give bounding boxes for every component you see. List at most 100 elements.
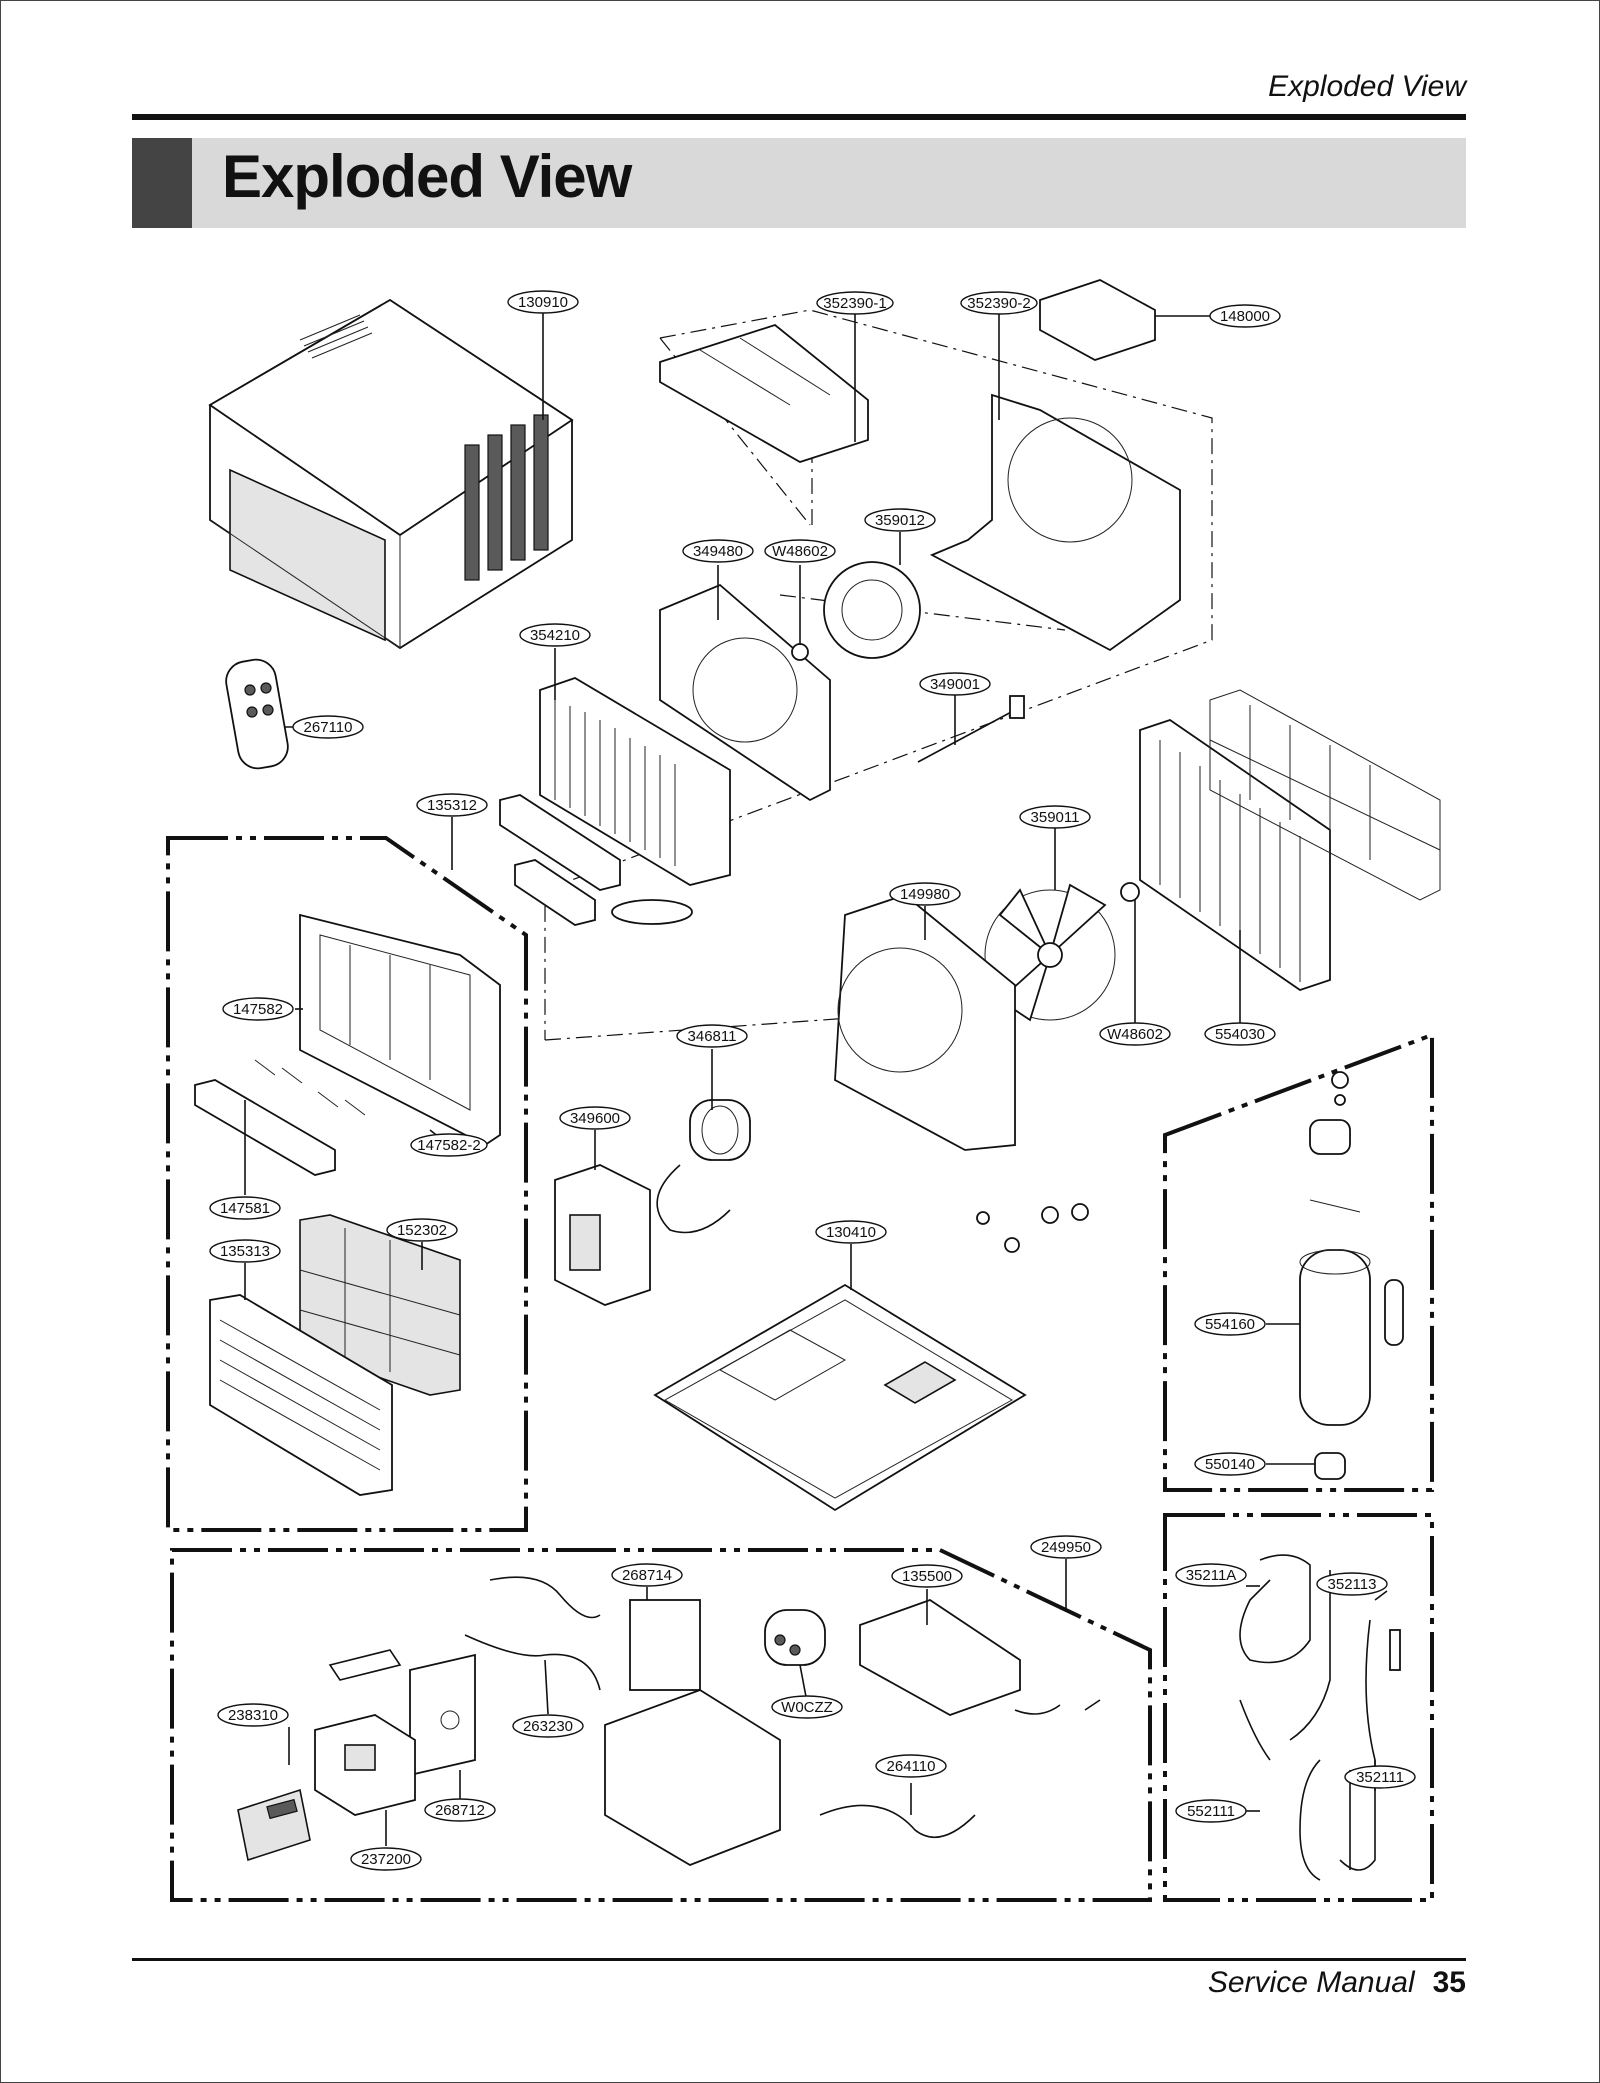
part-callout: 354210 xyxy=(519,623,591,647)
control-panel-label-part xyxy=(237,1788,311,1862)
piping-group-box xyxy=(1163,1513,1434,1902)
callout-oval xyxy=(512,1714,584,1738)
callout-oval xyxy=(1344,1765,1416,1789)
mounting-bracket-part xyxy=(1039,279,1156,361)
part-number-label: 554030 xyxy=(1215,1026,1265,1043)
ribbon-cable-part xyxy=(328,1649,402,1681)
part-number-label: 346811 xyxy=(688,1028,737,1045)
part-callout: 352113 xyxy=(1316,1572,1388,1596)
part-number-label: 238310 xyxy=(228,1707,278,1724)
part-number-label: 249950 xyxy=(1041,1539,1091,1556)
callout-oval xyxy=(875,1754,947,1778)
part-number-label: 352390-2 xyxy=(967,295,1030,312)
callout-oval xyxy=(519,623,591,647)
part-number-label: 550140 xyxy=(1205,1456,1255,1473)
part-number-label: 352111 xyxy=(1356,1769,1404,1786)
compressor-part xyxy=(1299,1071,1404,1426)
part-callout: 349480 xyxy=(682,539,754,563)
part-callout: 554030 xyxy=(1204,1022,1276,1046)
part-callout: W0CZZ xyxy=(771,1695,843,1719)
page-number: 35 xyxy=(1432,1966,1466,1999)
harness-wire-part xyxy=(464,1634,601,1691)
part-number-label: 130910 xyxy=(518,294,568,311)
callout-oval xyxy=(1175,1563,1247,1587)
part-number-label: 359012 xyxy=(875,512,925,529)
callout-oval xyxy=(1209,304,1281,328)
part-number-label: 130410 xyxy=(826,1224,876,1241)
part-number-label: 263230 xyxy=(523,1718,573,1735)
title-band xyxy=(132,138,1466,228)
part-callout: 263230 xyxy=(512,1714,584,1738)
part-callout: 249950 xyxy=(1030,1535,1102,1559)
part-number-label: 359011 xyxy=(1031,809,1080,826)
part-number-label: 147582 xyxy=(233,1001,283,1018)
latch-parts xyxy=(254,1059,366,1116)
callout-oval xyxy=(611,1563,683,1587)
part-number-label: 237200 xyxy=(361,1851,411,1868)
part-number-label: 152302 xyxy=(397,1222,447,1239)
callout-oval xyxy=(960,291,1038,315)
control-group-box xyxy=(170,1548,1152,1902)
part-number-label: 354210 xyxy=(530,627,580,644)
part-callout: 264110 xyxy=(875,1754,947,1778)
part-callout: 135312 xyxy=(416,793,488,817)
callout-oval xyxy=(209,1239,281,1263)
part-number-label: 149980 xyxy=(900,886,950,903)
part-number-label: 349480 xyxy=(693,543,743,560)
title-tab-marker xyxy=(132,138,192,228)
callout-oval xyxy=(292,715,364,739)
base-pan-part xyxy=(653,1283,1027,1512)
part-number-label: 352390-1 xyxy=(823,295,886,312)
sensor-wire-part xyxy=(489,1576,601,1619)
part-callout: 349600 xyxy=(559,1106,631,1130)
callout-oval xyxy=(764,539,836,563)
display-pcb-part xyxy=(409,1653,476,1777)
compressor-foot-part xyxy=(1314,1452,1346,1480)
compressor-group-box xyxy=(1163,1032,1434,1492)
callout-oval xyxy=(1030,1535,1102,1559)
part-callout: 268712 xyxy=(424,1798,496,1822)
condenser-coil-part xyxy=(1139,689,1441,991)
control-cover-part xyxy=(499,794,621,891)
washer-part xyxy=(791,643,809,661)
callout-oval xyxy=(864,508,936,532)
callout-oval xyxy=(1099,1022,1171,1046)
footer-rule xyxy=(132,1958,1466,1961)
barrier-opening xyxy=(1007,417,1133,543)
part-number-label: 268714 xyxy=(622,1567,672,1584)
part-callout: 135500 xyxy=(891,1564,963,1588)
callout-oval xyxy=(1316,1572,1388,1596)
control-box-part xyxy=(604,1689,781,1866)
part-callout: 130910 xyxy=(507,290,579,314)
part-callout: 130410 xyxy=(815,1220,887,1244)
part-number-label: W0CZZ xyxy=(781,1699,833,1716)
part-callout: 359012 xyxy=(864,508,936,532)
part-callout: 238310 xyxy=(217,1703,289,1727)
hardware-parts xyxy=(976,1203,1089,1253)
blower-wheel-part xyxy=(823,561,921,659)
part-number-label: 148000 xyxy=(1220,308,1270,325)
part-callout: 352390-2 xyxy=(960,291,1038,315)
wire-harness-part xyxy=(819,1804,976,1839)
callout-oval xyxy=(410,1133,488,1157)
control-box-cover-part xyxy=(859,1599,1021,1716)
part-callout: 237200 xyxy=(350,1847,422,1871)
part-number-label: 352113 xyxy=(1328,1576,1377,1593)
part-callout: 550140 xyxy=(1194,1452,1266,1476)
assembly-guide-top xyxy=(544,309,1213,1040)
part-number-label: W48602 xyxy=(772,543,828,560)
air-guide-part xyxy=(659,323,869,463)
part-number-label: 135500 xyxy=(902,1568,952,1585)
part-callout: 147581 xyxy=(209,1196,281,1220)
part-callout: 35211A xyxy=(1175,1563,1247,1587)
part-number-label: 264110 xyxy=(887,1758,936,1775)
louver-part xyxy=(194,1079,336,1176)
part-number-label: 267110 xyxy=(304,719,353,736)
part-callout: 267110 xyxy=(292,715,364,739)
part-number-label: W48602 xyxy=(1107,1026,1163,1043)
washer-2-part xyxy=(1120,882,1140,902)
part-callout: 152302 xyxy=(386,1218,458,1242)
part-number-label: 349001 xyxy=(930,676,980,693)
